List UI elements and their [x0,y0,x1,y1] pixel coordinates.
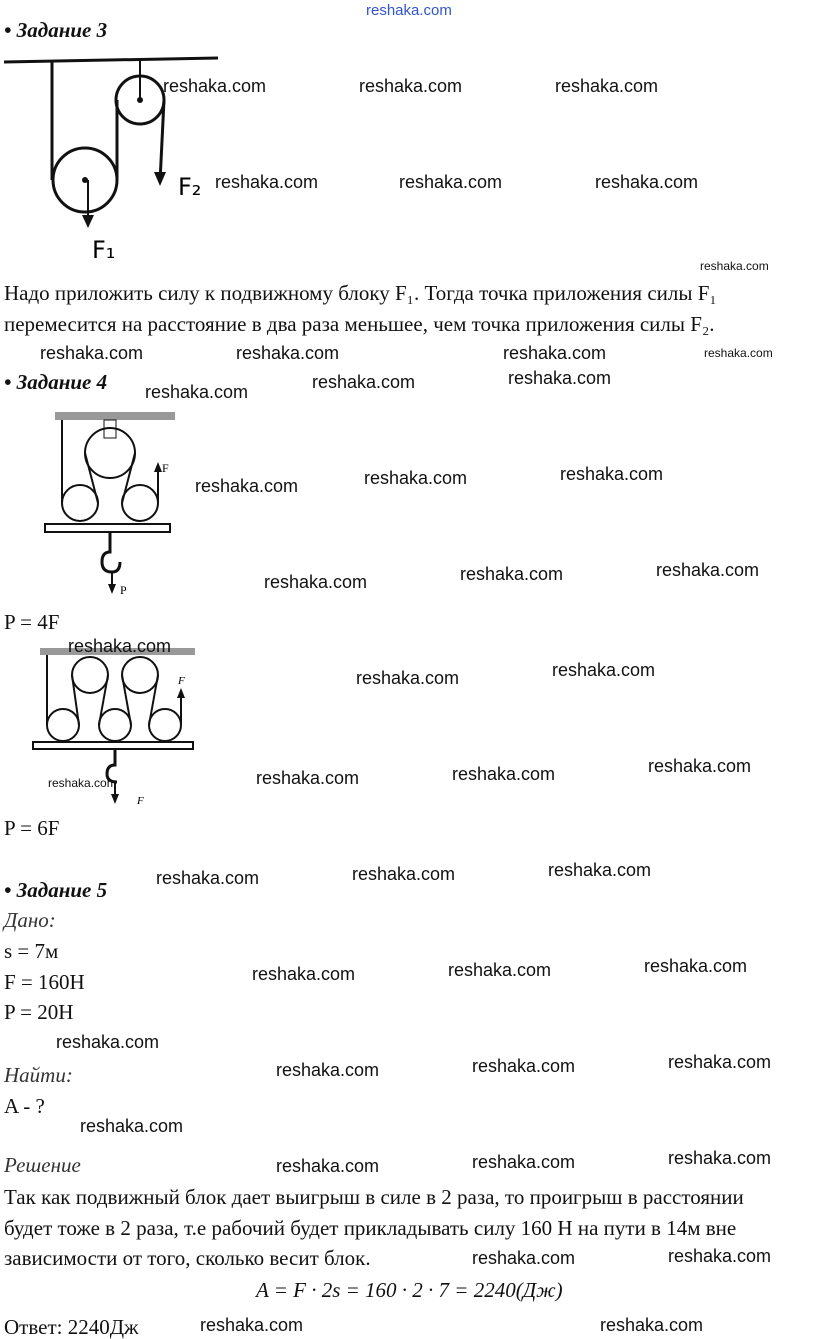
watermark: reshaka.com [156,868,260,888]
watermark: reshaka.com [555,76,659,96]
watermark: reshaka.com [312,372,416,392]
watermark: reshaka.com [256,768,360,788]
given-item: P = 20Н [4,1000,74,1024]
solution-line: будет тоже в 2 раза, т.е рабочий будет п… [4,1216,737,1240]
pulley-diagram-task3: F₁ F₂ [3,56,219,264]
watermark: reshaka.com [503,343,607,363]
watermark: reshaka.com [600,1315,704,1335]
given-label: Дано: [4,908,56,932]
task3-paragraph-line1: Надо приложить силу к подвижному блоку F… [4,281,717,305]
watermark: reshaka.com [252,964,356,984]
task4-heading: • Задание 4 [4,370,108,394]
answer: Ответ: 2240Дж [4,1315,139,1339]
watermark: reshaka.com [656,560,760,580]
watermark: reshaka.com [452,764,556,784]
watermark: reshaka.com [352,864,456,884]
watermark: reshaka.com [80,1116,184,1136]
result-4f: P = 4F [4,610,60,634]
weight-label: F [136,795,144,807]
pulley-diagram-4f: F P [44,412,175,597]
watermark: reshaka.com [668,1052,772,1072]
given-item: F = 160Н [4,970,85,994]
watermark: reshaka.com [40,343,144,363]
watermark: reshaka.com [644,956,748,976]
find-label: Найти: [4,1063,73,1087]
watermark: reshaka.com [704,346,773,360]
watermark: reshaka.com [700,259,769,273]
find-item: A - ? [4,1094,45,1118]
force-label: F [177,675,185,687]
watermark: reshaka.com [460,564,564,584]
watermark: reshaka.com [560,464,664,484]
watermark: reshaka.com [399,172,503,192]
watermark: reshaka.com [472,1056,576,1076]
watermark: reshaka.com [195,476,299,496]
task3-paragraph-line2: перемесится на расстояние в два раза мен… [4,312,715,336]
f2-label: F₂ [178,173,201,201]
watermark: reshaka.com [472,1248,576,1268]
watermark: reshaka.com [56,1032,160,1052]
watermark: reshaka.com [48,776,117,790]
f1-label: F₁ [92,236,115,264]
watermark: reshaka.com [200,1315,304,1335]
given-item: s = 7м [4,939,59,963]
task3-heading: • Задание 3 [4,18,108,42]
watermark: reshaka.com [145,382,249,402]
solution-line: зависимости от того, сколько весит блок. [4,1246,371,1270]
watermark: reshaka.com [356,668,460,688]
watermark: reshaka.com [508,368,612,388]
watermark: reshaka.com [236,343,340,363]
watermark: reshaka.com [668,1246,772,1266]
solution-line: Так как подвижный блок дает выигрыш в си… [4,1185,744,1209]
watermark: reshaka.com [264,572,368,592]
watermark: reshaka.com [548,860,652,880]
task5-heading: • Задание 5 [4,878,108,902]
formula: A = F · 2s = 160 · 2 · 7 = 2240(Дж) [256,1278,563,1302]
watermark: reshaka.com [163,76,267,96]
weight-label: P [120,583,127,597]
solution-label: Решение [4,1153,81,1177]
site-link[interactable]: reshaka.com [366,2,452,19]
watermark: reshaka.com [448,960,552,980]
pulley-diagram-6f: F F [32,648,195,807]
watermark: reshaka.com [359,76,463,96]
watermark: reshaka.com [668,1148,772,1168]
watermark: reshaka.com [68,636,172,656]
watermark: reshaka.com [595,172,699,192]
watermark: reshaka.com [552,660,656,680]
force-label: F [162,461,169,475]
watermark: reshaka.com [364,468,468,488]
watermark: reshaka.com [648,756,752,776]
watermark: reshaka.com [276,1156,380,1176]
watermark: reshaka.com [472,1152,576,1172]
watermark: reshaka.com [276,1060,380,1080]
result-6f: P = 6F [4,816,60,840]
watermark: reshaka.com [215,172,319,192]
